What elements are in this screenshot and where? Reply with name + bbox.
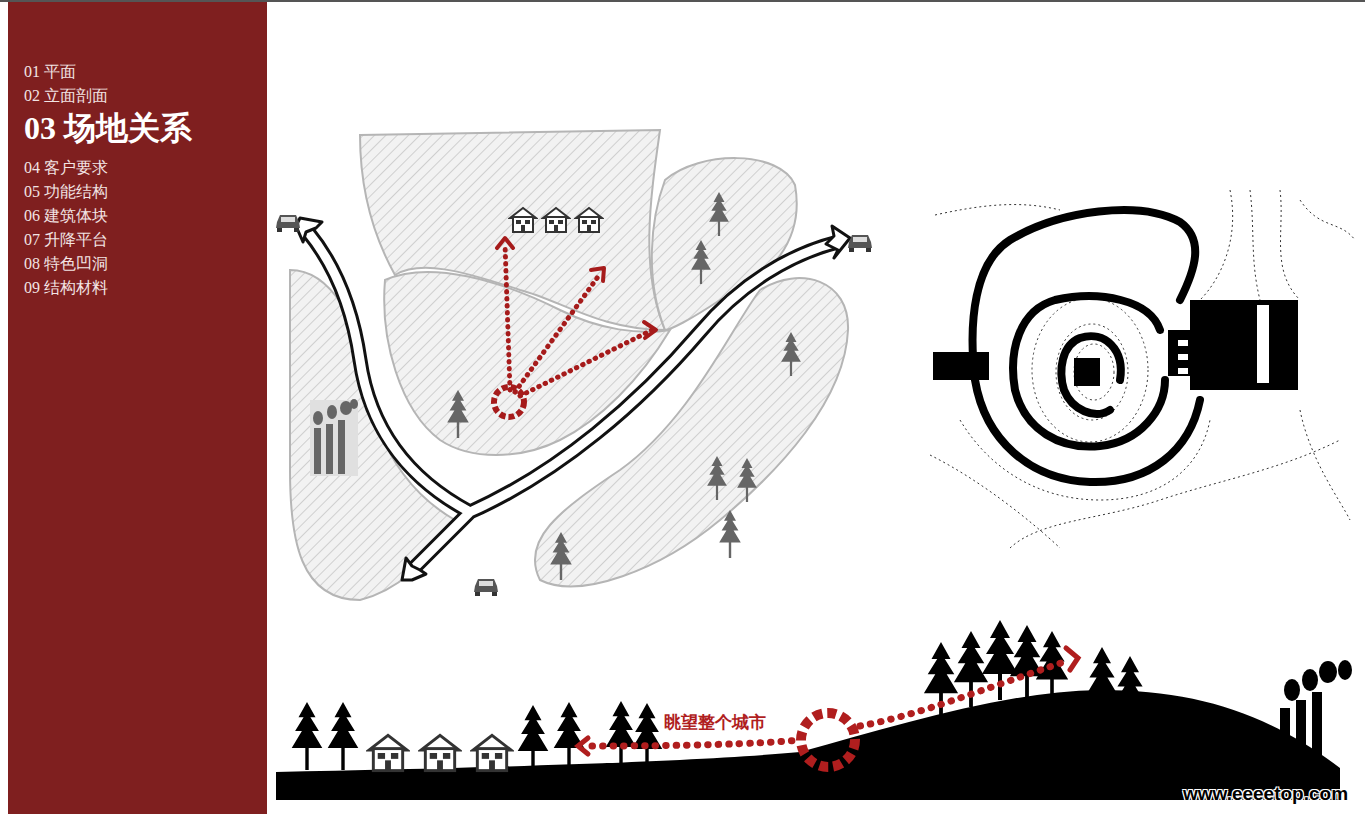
menu-item: 05 功能结构	[24, 183, 108, 201]
car-icon	[848, 235, 872, 252]
watermark: www.eeeetop.com	[1183, 783, 1348, 805]
car-icon	[276, 215, 300, 232]
menu-item-active: 03 场地关系	[24, 110, 192, 147]
menu-item: 07 升降平台	[24, 231, 108, 249]
menu-item: 04 客户要求	[24, 159, 108, 177]
car-icon	[474, 579, 498, 596]
menu-item: 02 立面剖面	[24, 87, 108, 105]
menu-item: 06 建筑体块	[24, 207, 108, 225]
menu-item: 09 结构材料	[24, 279, 108, 297]
menu-item: 08 特色凹洞	[24, 255, 108, 273]
menu-item: 01 平面	[24, 63, 76, 81]
view-label: 眺望整个城市	[662, 713, 768, 733]
